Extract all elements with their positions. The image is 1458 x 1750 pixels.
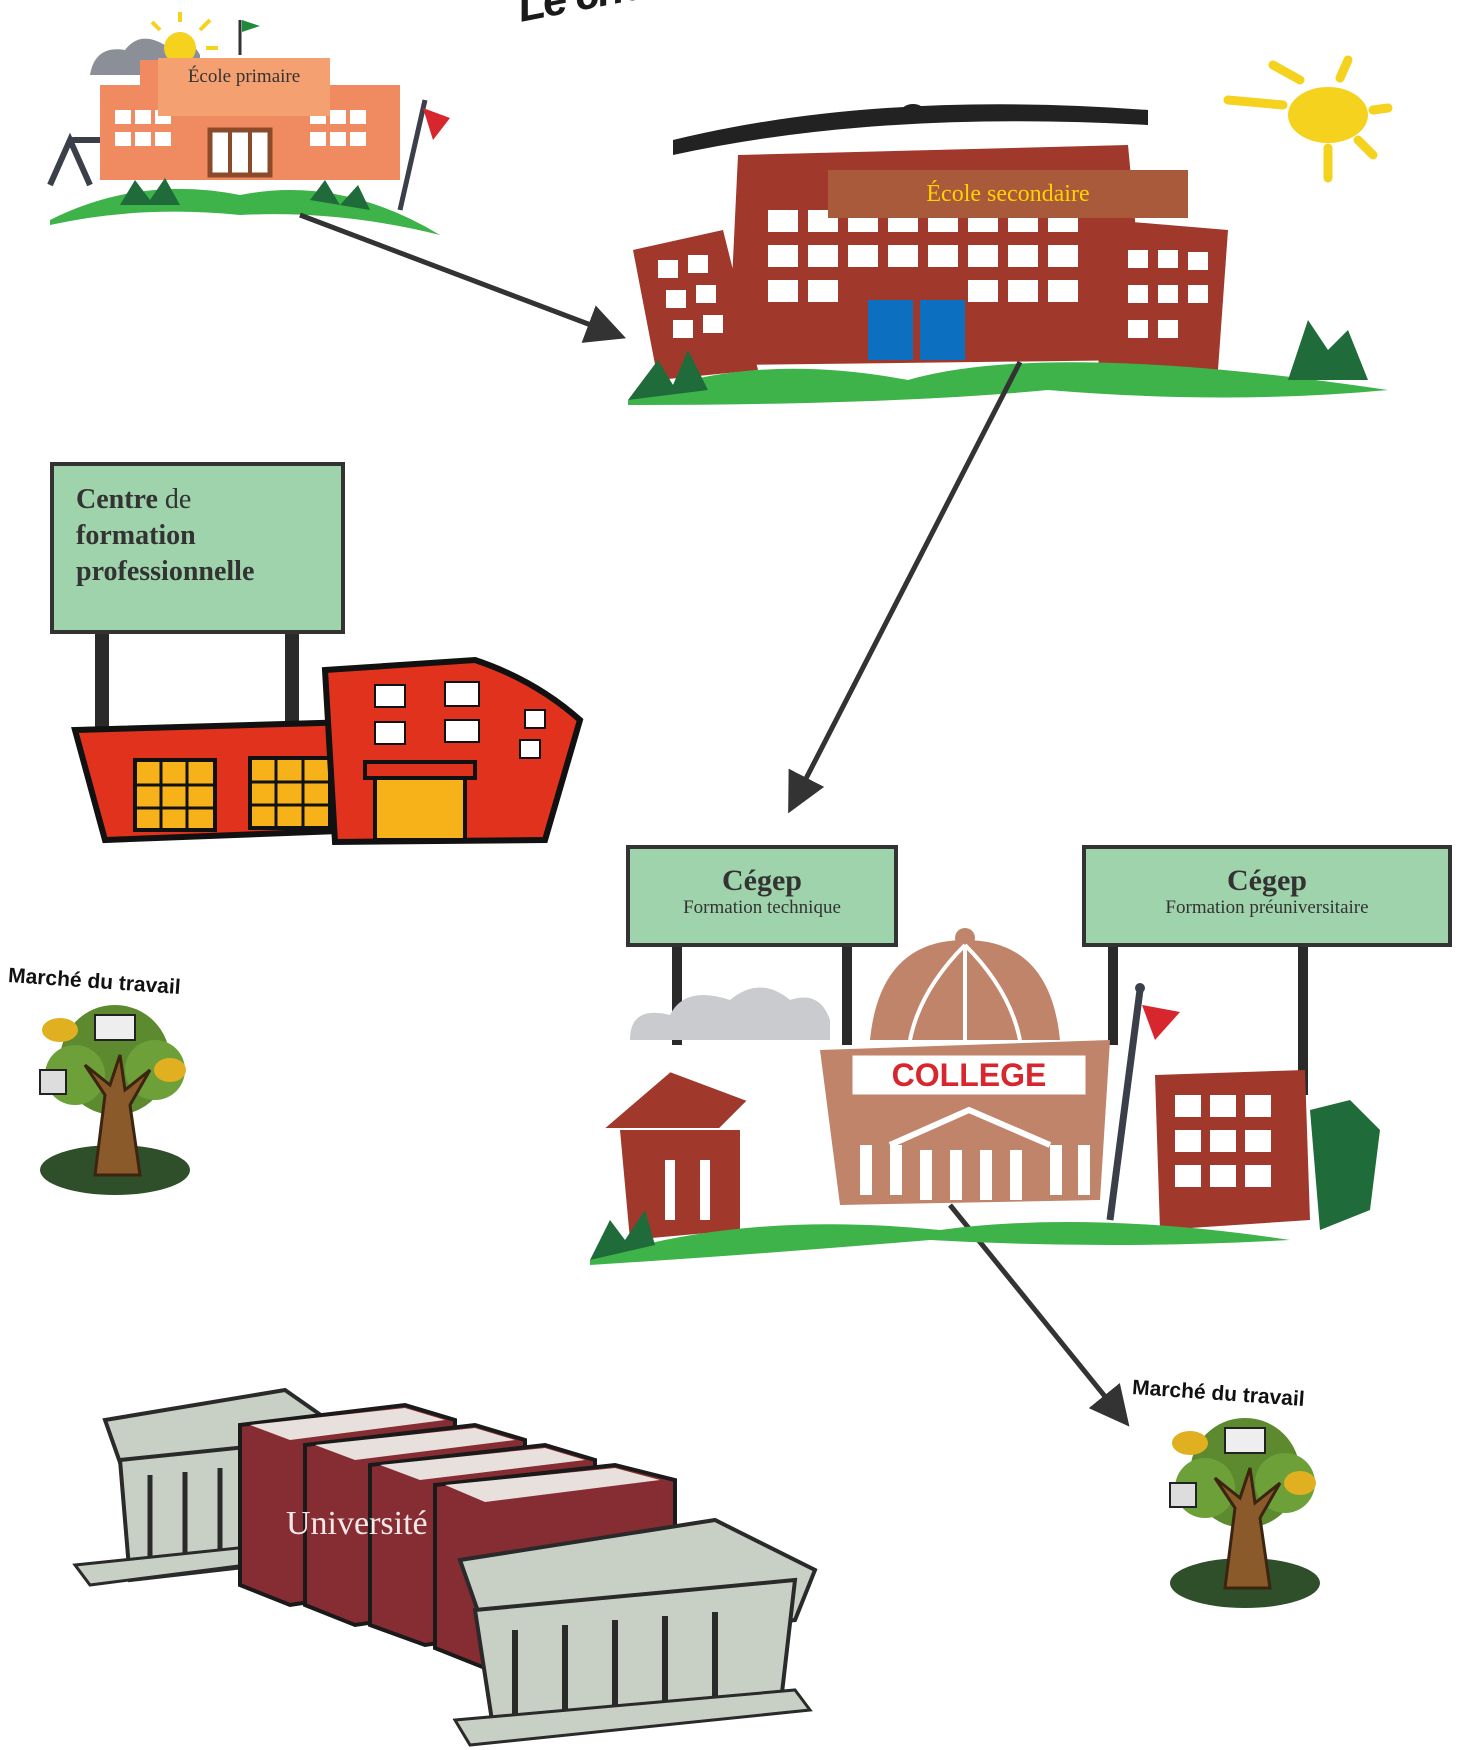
cegep-preu-title: Cégep bbox=[1227, 864, 1307, 897]
sign-cegep-preuniversitaire: Cégep Formation préuniversitaire bbox=[1082, 845, 1452, 947]
label-universite: Université bbox=[286, 1505, 428, 1542]
cfp-word-de: de bbox=[157, 484, 192, 515]
university-illustration bbox=[72, 1387, 818, 1747]
arrow-secondaire-cegep bbox=[788, 360, 1023, 814]
cfp-word-professionnelle: professionnelle bbox=[76, 556, 255, 587]
cegep-technique-title: Cégep bbox=[722, 864, 802, 897]
cegep-preu-subtitle: Formation préuniversitaire bbox=[1165, 897, 1369, 918]
job-market-tree-icon-2 bbox=[1169, 1418, 1320, 1608]
cegep-technique-subtitle: Formation technique bbox=[683, 897, 841, 918]
college-illustration: COLLEGE bbox=[590, 928, 1380, 1265]
label-ecole-primaire: École primaire bbox=[158, 58, 330, 116]
sign-cegep-technique: Cégep Formation technique bbox=[626, 845, 898, 947]
cfp-word-centre: Centre bbox=[76, 484, 158, 515]
label-ecole-secondaire: École secondaire bbox=[828, 170, 1188, 218]
sign-centre-formation: Centre de formation professionnelle bbox=[50, 462, 345, 634]
job-market-tree-icon-1 bbox=[39, 1005, 190, 1195]
cfp-word-formation: formation bbox=[76, 520, 196, 551]
college-sign-text: COLLEGE bbox=[892, 1057, 1047, 1093]
arrow-primaire-secondaire bbox=[299, 212, 627, 343]
vocational-center-illustration bbox=[71, 630, 584, 846]
